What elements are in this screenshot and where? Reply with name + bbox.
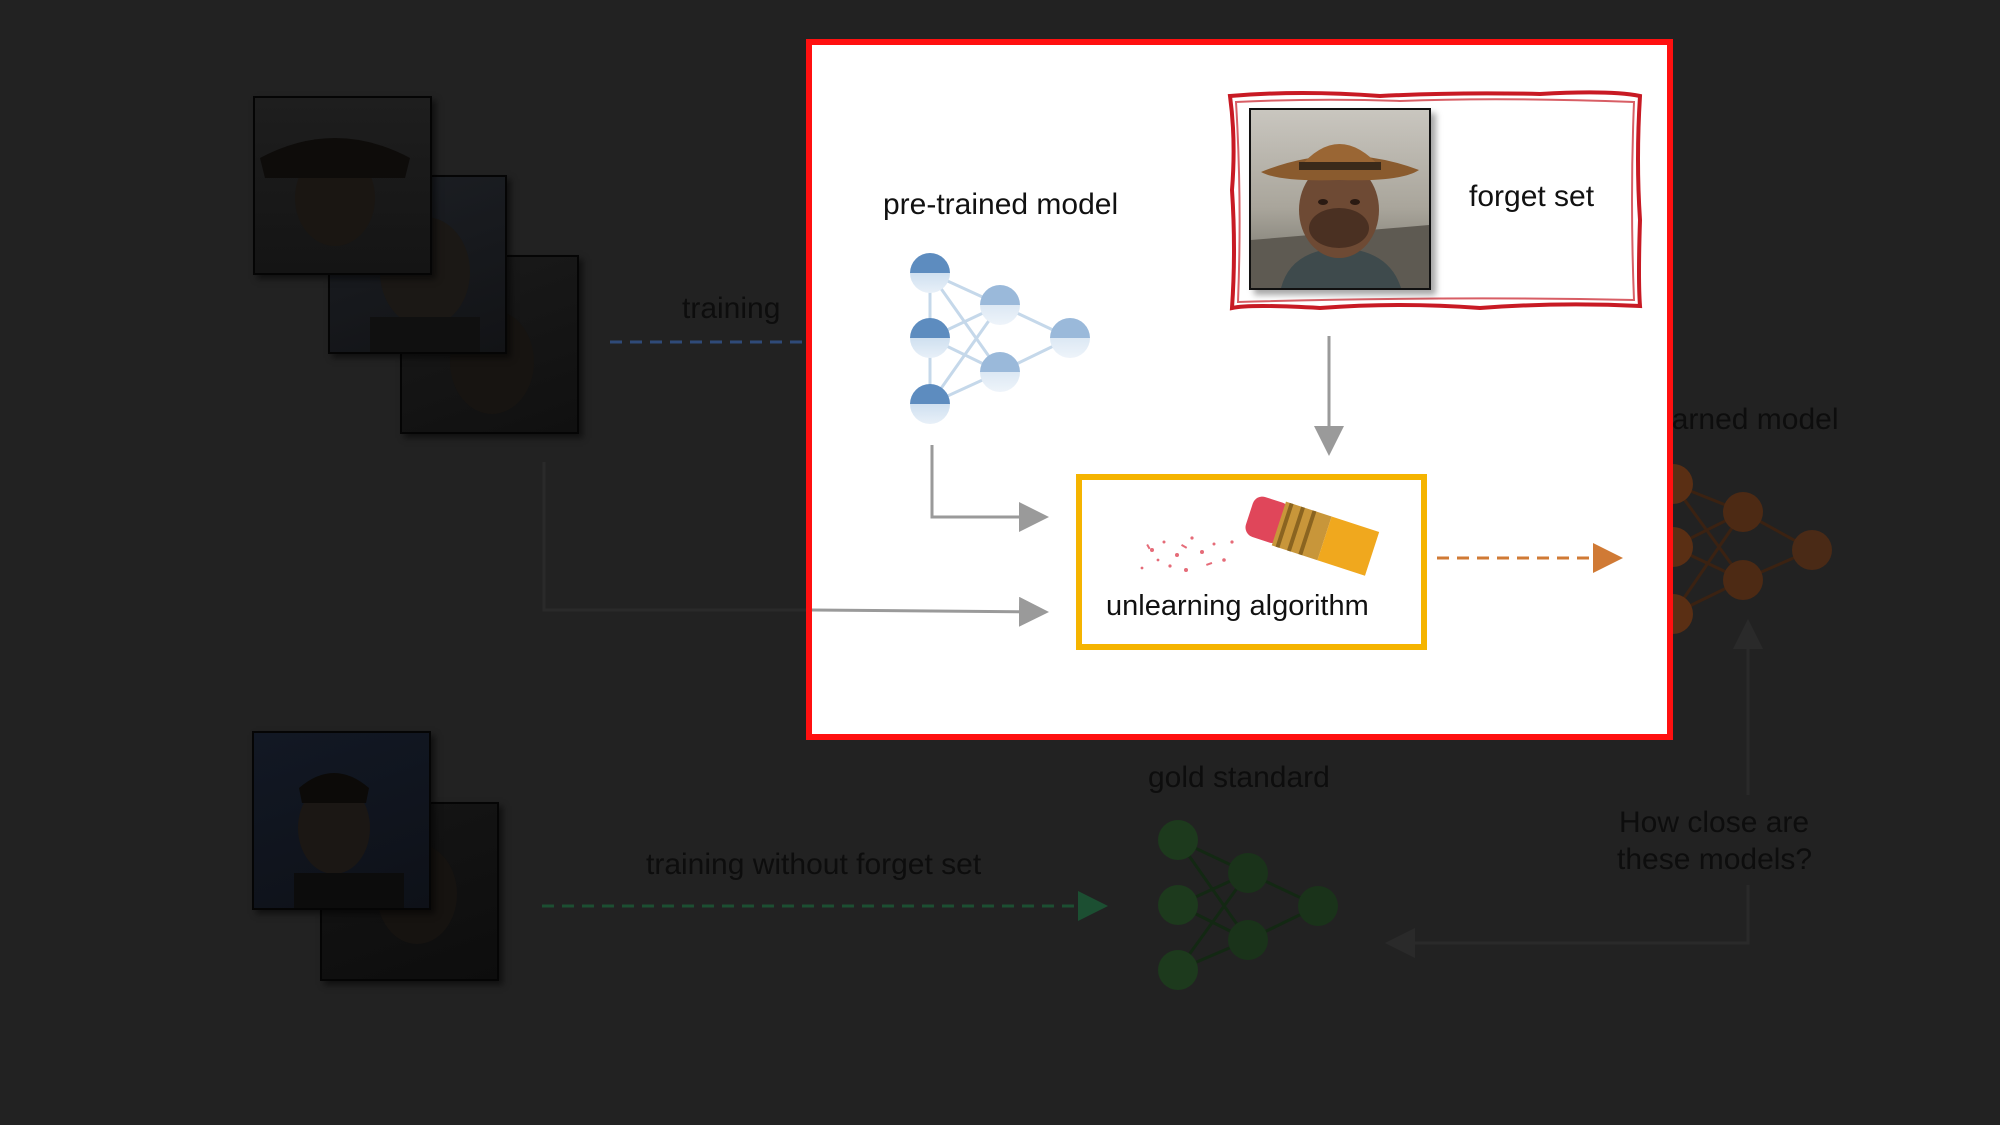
training-label: training	[682, 292, 781, 325]
gold-standard-label: gold standard	[1148, 761, 1330, 794]
forget-set-frame	[1227, 90, 1643, 311]
forget-set-label: forget set	[1469, 180, 1595, 213]
training-data-connector	[542, 462, 812, 612]
how-close-line-1: How close are	[1619, 806, 1810, 839]
pretrained-model-network-icon	[910, 253, 1090, 424]
training-photo-1	[253, 96, 432, 275]
training-data-arrow	[811, 596, 1049, 627]
unlearning-algorithm-box: unlearning algorithm	[1076, 474, 1427, 650]
forget-set-photo	[1249, 108, 1431, 290]
comparison-connector	[1385, 619, 1763, 958]
pretrained-model-label: pre-trained model	[883, 188, 1119, 221]
training-without-forget-set-label: training without forget set	[646, 848, 982, 881]
pencil-eraser-icon	[1140, 496, 1380, 576]
gold-photo-1	[252, 731, 431, 910]
forget-set-frame-inner	[1234, 98, 1636, 304]
gold-standard-network-icon	[1158, 820, 1338, 990]
how-close-line-2: these models?	[1617, 843, 1813, 876]
pretrained-to-algorithm-arrow	[930, 445, 1049, 532]
unlearning-algorithm-label: unlearning algorithm	[1106, 590, 1369, 622]
